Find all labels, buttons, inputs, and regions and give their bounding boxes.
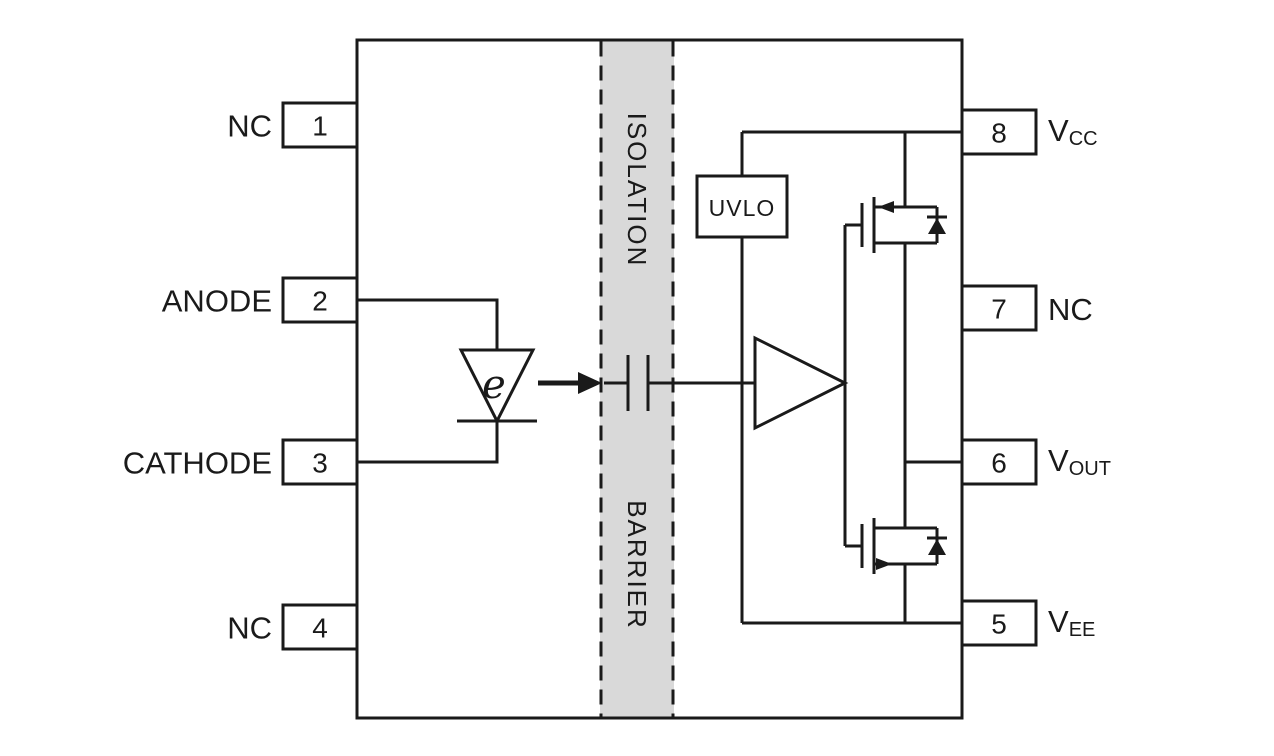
pin-6: 6 VOUT <box>960 438 1111 486</box>
pin-8-box <box>960 108 1038 156</box>
pin-1-box <box>281 101 359 149</box>
pin-4-number: 4 <box>312 613 328 644</box>
pin-5-number: 5 <box>991 609 1007 640</box>
pin-3-box <box>281 438 359 486</box>
pin-1: 1 NC <box>227 101 359 149</box>
light-arrow-icon <box>538 372 602 394</box>
pin-7-number: 7 <box>991 294 1007 325</box>
pin-2: 2 ANODE <box>162 276 359 324</box>
uvlo-label: UVLO <box>709 195 776 221</box>
pin-7: 7 NC <box>960 284 1093 332</box>
emitter-label: e <box>482 362 506 408</box>
led-emitter: e <box>357 298 537 464</box>
pin-7-label: NC <box>1048 292 1093 327</box>
barrier-label: BARRIER <box>622 500 652 630</box>
low-side-source-arrow-icon <box>876 558 892 570</box>
pin-3-label: CATHODE <box>123 446 272 481</box>
uvlo-block: UVLO <box>695 132 789 623</box>
low-side-body-diode <box>927 528 947 564</box>
buffer-amplifier <box>753 335 849 431</box>
pin-5-label: VEE <box>1048 604 1095 642</box>
pin-6-number: 6 <box>991 448 1007 479</box>
pin-2-label: ANODE <box>162 284 272 319</box>
isolation-barrier-band <box>600 41 674 717</box>
pin-4: 4 NC <box>227 603 359 651</box>
pin-3-number: 3 <box>312 448 328 479</box>
anode-wire <box>357 298 499 350</box>
pin-1-label: NC <box>227 109 272 144</box>
pin-4-label: NC <box>227 611 272 646</box>
isolation-barrier: ISOLATION BARRIER <box>599 41 675 717</box>
high-side-body-diode <box>927 207 947 243</box>
pin-7-box <box>960 284 1038 332</box>
pin-4-box <box>281 603 359 651</box>
high-side-source-arrow-icon <box>878 201 894 213</box>
led-triangle <box>458 348 536 425</box>
light-arrow-head <box>578 372 602 394</box>
pin-8: 8 VCC <box>960 108 1098 156</box>
isolation-capacitor <box>604 355 755 411</box>
cathode-wire <box>357 421 499 464</box>
high-side-mosfet <box>845 197 947 253</box>
high-side-diode-triangle <box>928 218 946 234</box>
low-side-mosfet <box>845 518 947 574</box>
pin-2-number: 2 <box>312 286 328 317</box>
uvlo-box <box>695 174 789 239</box>
isolation-label: ISOLATION <box>622 113 652 268</box>
pin-8-label: VCC <box>1048 113 1098 151</box>
pin-5: 5 VEE <box>960 599 1095 647</box>
low-side-diode-triangle <box>928 539 946 555</box>
pin-6-label: VOUT <box>1048 443 1111 481</box>
pin-8-number: 8 <box>991 118 1007 149</box>
pin-1-number: 1 <box>312 111 328 142</box>
pin-3: 3 CATHODE <box>123 438 359 486</box>
